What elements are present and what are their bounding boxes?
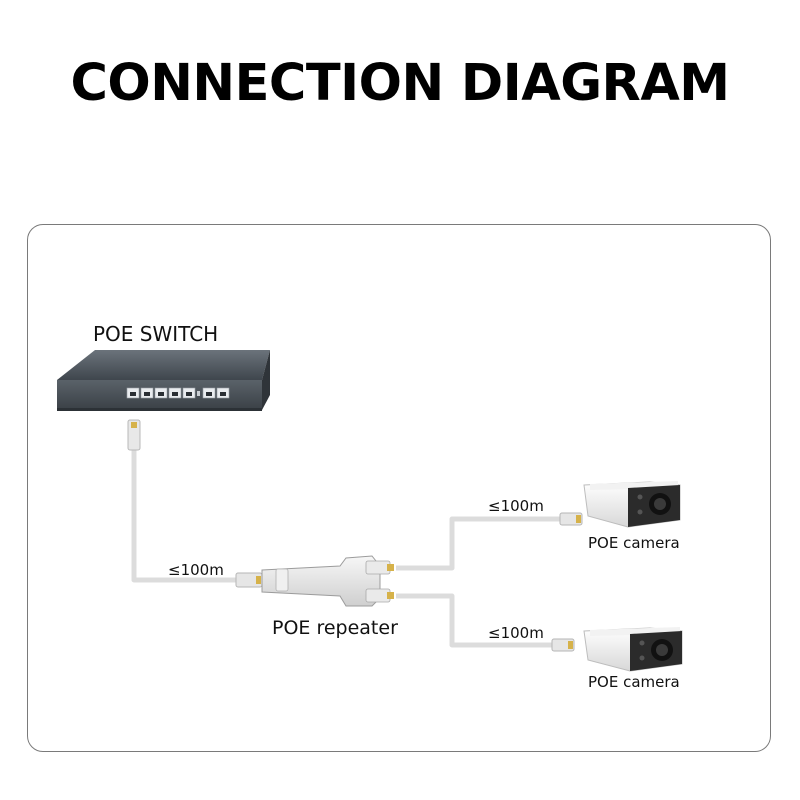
poe-camera-2-label: POE camera <box>588 673 680 691</box>
distance-label-repeater-camera-1: ≤100m <box>488 497 544 515</box>
diagram-frame <box>27 224 771 752</box>
poe-camera-icon <box>583 481 681 528</box>
rj45-connector-icon <box>127 419 141 451</box>
poe-camera-1-label: POE camera <box>588 534 680 552</box>
cable-repeater-to-camera-1 <box>396 516 565 571</box>
distance-label-switch-repeater: ≤100m <box>168 561 224 579</box>
cable-switch-to-repeater <box>131 448 240 583</box>
rj45-connector-icon <box>235 572 263 588</box>
rj45-connector-icon <box>551 638 575 652</box>
poe-repeater-label: POE repeater <box>272 617 398 639</box>
rj45-connector-icon <box>559 512 583 526</box>
cable-repeater-to-camera-2 <box>396 593 555 648</box>
poe-switch-icon <box>57 350 270 411</box>
distance-label-repeater-camera-2: ≤100m <box>488 624 544 642</box>
poe-camera-icon <box>583 627 683 672</box>
page-title: CONNECTION DIAGRAM <box>70 54 730 113</box>
poe-repeater-icon <box>261 555 394 607</box>
poe-switch-label: POE SWITCH <box>93 322 219 346</box>
